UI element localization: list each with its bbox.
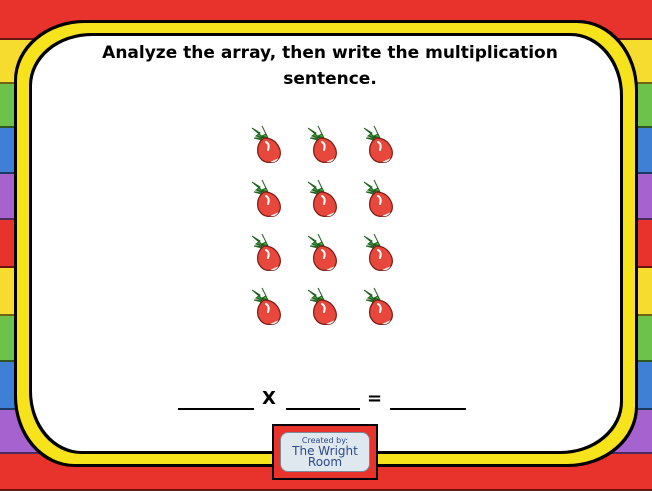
- badge-line-2-text: The Wright: [292, 444, 358, 458]
- radish-array: [246, 124, 416, 336]
- answer-blank-product[interactable]: [390, 408, 466, 410]
- creator-badge: Created by: The Wright Room: [272, 424, 378, 480]
- radish-icon: [246, 232, 286, 274]
- answer-blank-factor-2[interactable]: [286, 408, 360, 410]
- badge-label: Created by: The Wright Room: [280, 432, 370, 472]
- instruction-text: Analyze the array, then write the multip…: [102, 43, 558, 89]
- badge-line-3-text: Room: [307, 455, 343, 469]
- equals-symbol: =: [367, 388, 383, 409]
- radish-icon: [358, 232, 398, 274]
- radish-icon: [302, 178, 342, 220]
- radish-icon: [246, 286, 286, 328]
- slide-card: [32, 36, 620, 451]
- radish-icon: [358, 178, 398, 220]
- answer-blank-factor-1[interactable]: [178, 408, 254, 410]
- radish-icon: [358, 124, 398, 166]
- times-symbol: X: [262, 388, 276, 409]
- radish-icon: [246, 178, 286, 220]
- radish-icon: [302, 286, 342, 328]
- radish-icon: [302, 124, 342, 166]
- radish-icon: [302, 232, 342, 274]
- multiplication-sentence: X =: [174, 388, 474, 412]
- radish-icon: [358, 286, 398, 328]
- badge-line-1: Created by:: [301, 436, 349, 445]
- radish-icon: [246, 124, 286, 166]
- badge-line-2: The Wright Room: [281, 444, 369, 469]
